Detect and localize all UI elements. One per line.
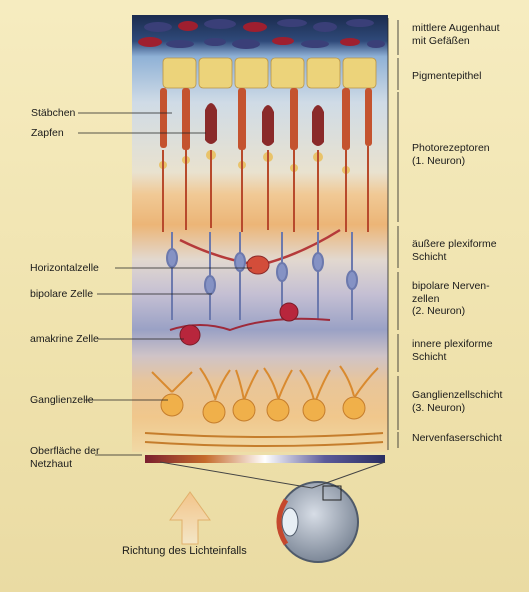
label-pigment-epithelium: Pigmentepithel (412, 70, 481, 83)
label-bipolar-layer: bipolare Nerven-zellen(2. Neuron) (412, 280, 490, 318)
label-amacrine-cell: amakrine Zelle (30, 333, 99, 346)
label-ganglion-layer: Ganglienzellschicht(3. Neuron) (412, 389, 502, 414)
label-ganglion-cell: Ganglienzelle (30, 394, 94, 407)
retina-surface-strip (145, 455, 385, 463)
label-photoreceptors: Photorezeptoren(1. Neuron) (412, 142, 490, 167)
label-rods: Stäbchen (31, 107, 75, 120)
label-horizontal-cell: Horizontalzelle (30, 262, 99, 275)
label-nerve-fiber-layer: Nervenfaserschicht (412, 432, 502, 445)
light-direction-arrow-icon (170, 492, 210, 544)
label-bipolar-cell: bipolare Zelle (30, 288, 93, 301)
caption-light-direction: Richtung des Lichteinfalls (122, 545, 247, 558)
label-cones: Zapfen (31, 127, 64, 140)
